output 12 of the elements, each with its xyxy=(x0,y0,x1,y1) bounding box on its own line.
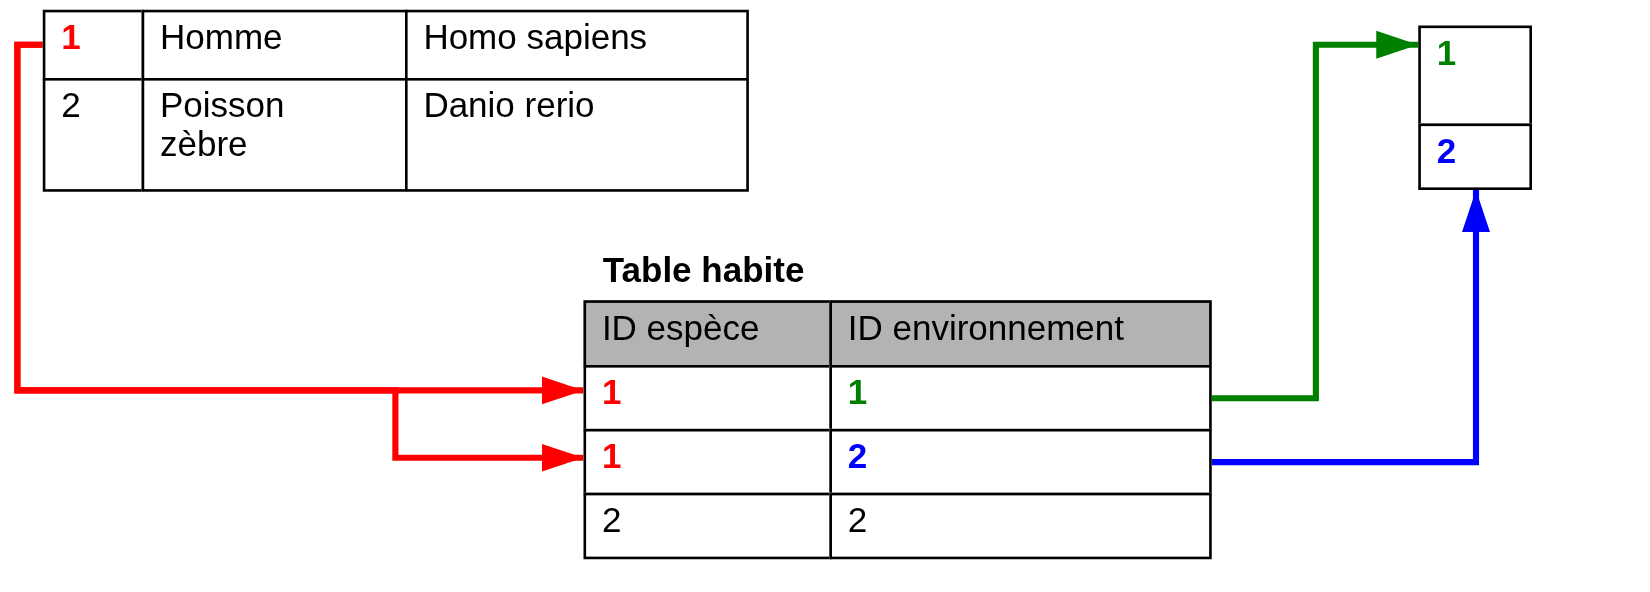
arrow xyxy=(14,41,584,472)
arrow xyxy=(1211,190,1490,466)
table-cell: 2 xyxy=(583,492,832,560)
header-cell: ID environnement xyxy=(829,300,1212,368)
table-cell: Poisson zèbre xyxy=(141,78,408,192)
table-title: Table habite xyxy=(602,250,805,290)
table-cell: 2 xyxy=(829,492,1212,560)
table-cell: Homo sapiens xyxy=(405,9,749,81)
table-cell: 2 xyxy=(1418,123,1532,190)
table-cell: Danio rerio xyxy=(405,78,749,192)
arrow xyxy=(1211,30,1419,402)
header-cell: ID espèce xyxy=(583,300,832,368)
